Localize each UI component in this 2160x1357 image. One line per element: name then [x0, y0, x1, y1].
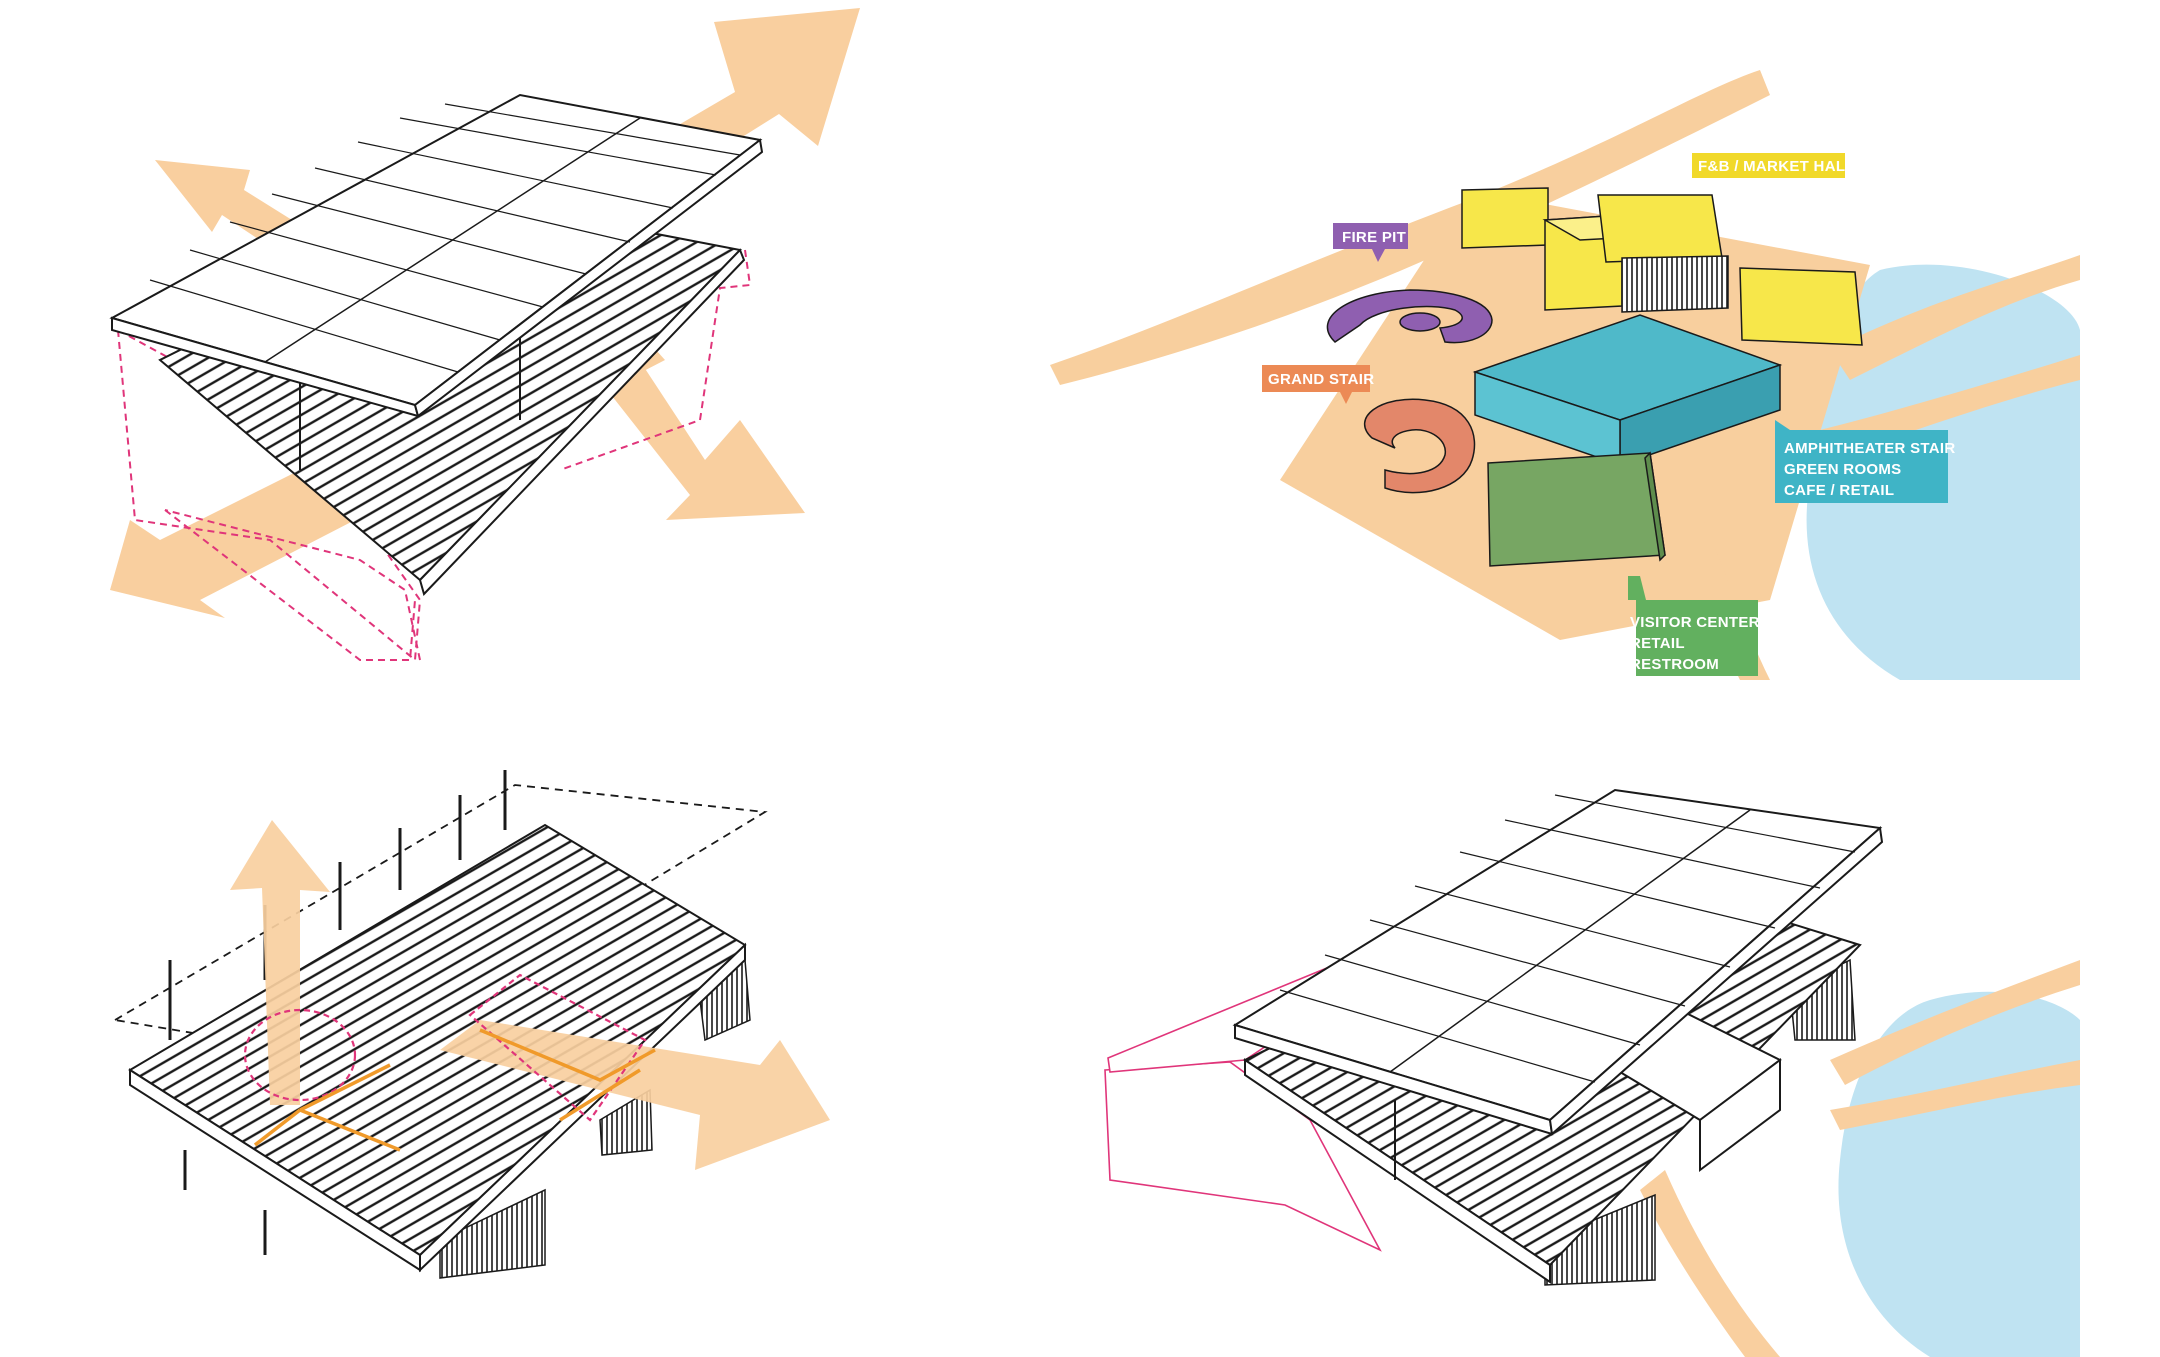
- svg-text:FIRE PIT: FIRE PIT: [1342, 229, 1406, 246]
- svg-text:VISITOR CENTER: VISITOR CENTER: [1630, 614, 1760, 631]
- svg-text:CAFE / RETAIL: CAFE / RETAIL: [1784, 482, 1894, 499]
- svg-text:GRAND STAIR: GRAND STAIR: [1268, 371, 1374, 388]
- program-site-plan: F&B / MARKET HALL FIRE PIT GRAND STAIR A…: [1050, 70, 2080, 680]
- label-market-hall: F&B / MARKET HALL: [1692, 153, 1855, 178]
- canopy-views-diagram: [110, 8, 860, 660]
- visitor-center-block: [1488, 453, 1665, 566]
- final-assembly-diagram: [1105, 790, 2080, 1357]
- label-amphitheater: AMPHITHEATER STAIR GREEN ROOMS CAFE / RE…: [1775, 420, 1956, 503]
- seating-opening-diagram: [115, 770, 830, 1278]
- svg-text:RETAIL: RETAIL: [1630, 635, 1685, 652]
- svg-text:RESTROOM: RESTROOM: [1630, 656, 1719, 673]
- svg-text:AMPHITHEATER STAIR: AMPHITHEATER STAIR: [1784, 440, 1956, 457]
- svg-text:GREEN ROOMS: GREEN ROOMS: [1784, 461, 1901, 478]
- svg-text:F&B / MARKET HALL: F&B / MARKET HALL: [1698, 158, 1855, 175]
